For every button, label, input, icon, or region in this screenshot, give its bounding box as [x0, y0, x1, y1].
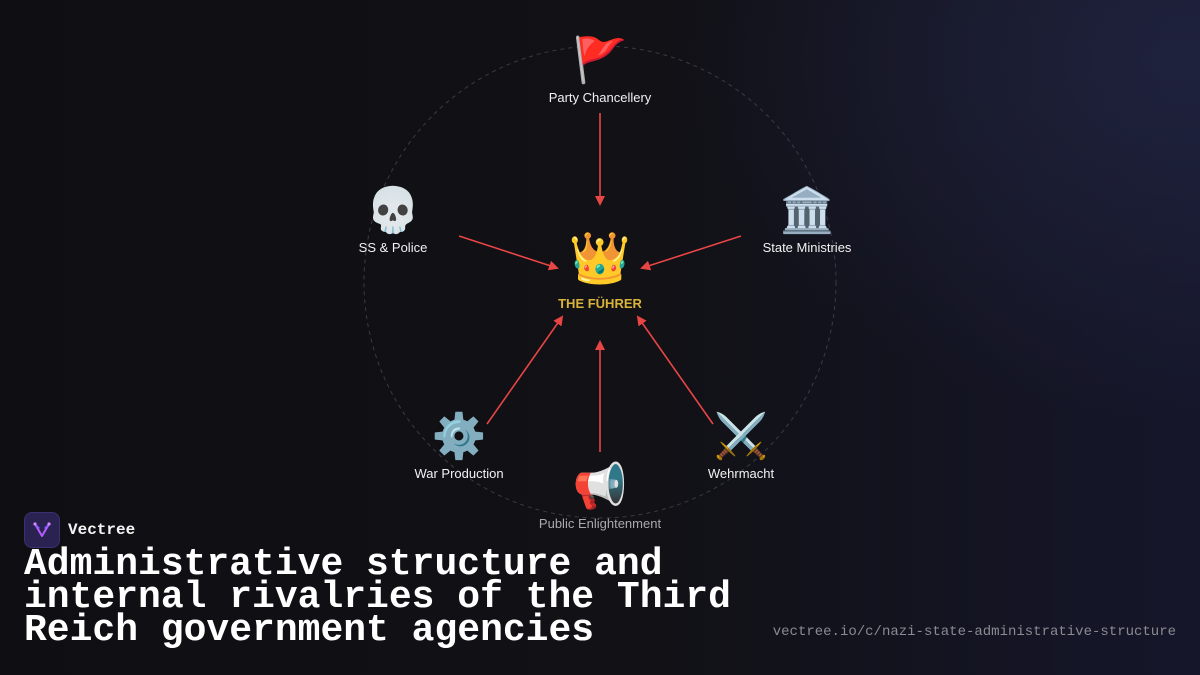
red-flag-icon: 🚩 — [572, 35, 628, 86]
node-war-production: ⚙️ War Production — [414, 411, 504, 482]
megaphone-icon: 📢 — [572, 461, 628, 512]
arrow-wehrmacht-to-center — [636, 315, 714, 425]
arrow-war-to-center — [486, 315, 564, 425]
node-label: War Production — [414, 466, 504, 481]
node-public-enlightenment: 📢 Public Enlightenment — [538, 461, 662, 532]
orbit-circle — [363, 45, 837, 519]
gear-icon: ⚙️ — [431, 411, 487, 462]
node-label: Public Enlightenment — [538, 516, 662, 531]
source-url[interactable]: vectree.io/c/nazi-state-administrative-s… — [772, 624, 1176, 640]
brand: Vectree — [24, 512, 135, 548]
center-label: THE FÜHRER — [558, 296, 642, 311]
crossed-swords-icon: ⚔️ — [713, 411, 769, 462]
node-label: Wehrmacht — [707, 466, 775, 481]
vectree-logo-icon — [24, 512, 60, 548]
node-ss-police: 💀 SS & Police — [358, 185, 428, 256]
center-node: 👑 THE FÜHRER — [558, 230, 642, 311]
brand-name: Vectree — [68, 521, 136, 539]
classical-building-icon: 🏛️ — [779, 185, 835, 236]
node-label: State Ministries — [762, 240, 852, 255]
arrow-state-to-center — [640, 235, 742, 271]
node-label: SS & Police — [358, 240, 428, 255]
node-state-ministries: 🏛️ State Ministries — [762, 185, 852, 256]
skull-icon: 💀 — [365, 185, 421, 236]
node-party-chancellery: 🚩 Party Chancellery — [548, 35, 652, 106]
arrow-ss-to-center — [458, 235, 559, 271]
node-wehrmacht: ⚔️ Wehrmacht — [707, 411, 775, 482]
page-title: Administrative structure and internal ri… — [24, 543, 731, 652]
crown-icon: 👑 — [568, 229, 632, 287]
node-label: Party Chancellery — [548, 90, 652, 105]
